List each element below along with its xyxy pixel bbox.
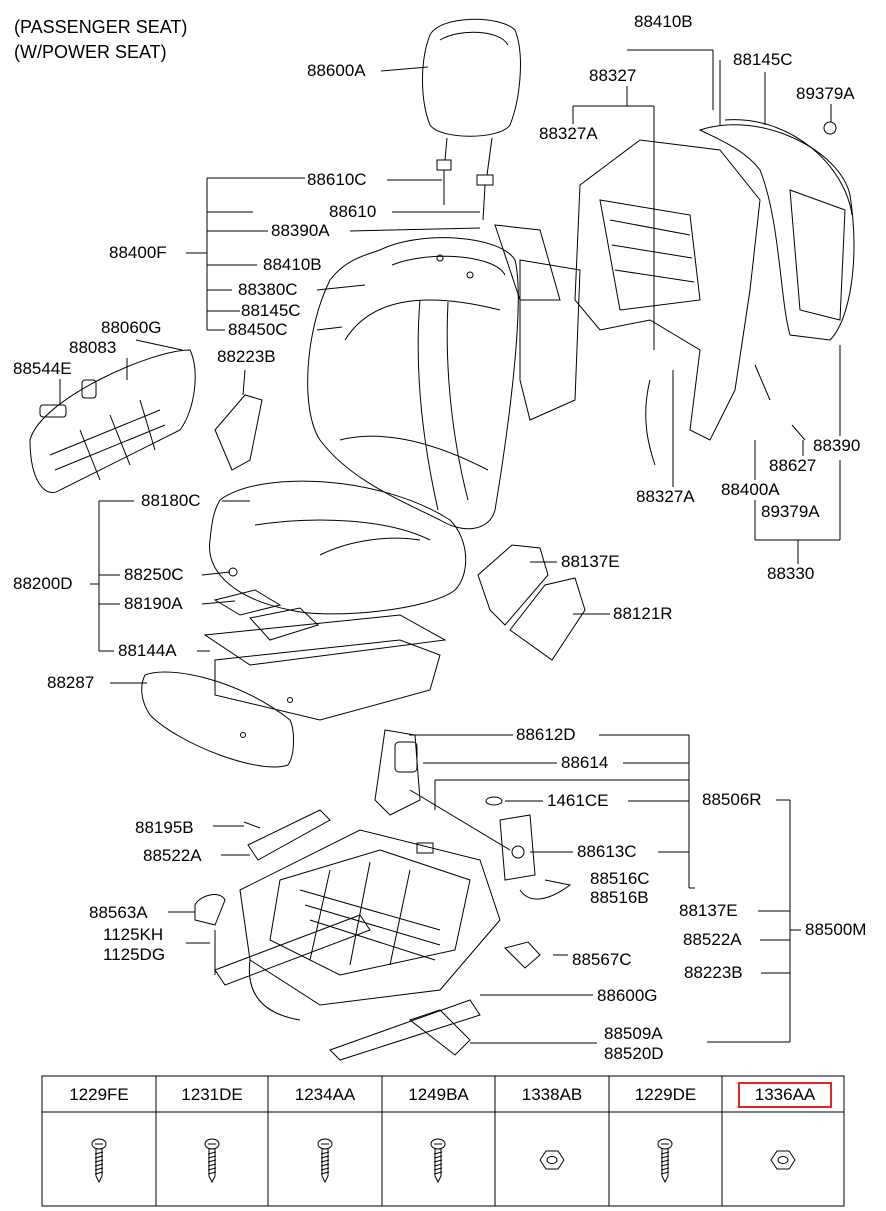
leader-lines <box>59 49 841 1044</box>
part-label-88520D[interactable]: 88520D <box>603 1044 665 1064</box>
part-label-88223B-right[interactable]: 88223B <box>683 963 744 983</box>
part-label-1125KH[interactable]: 1125KH <box>102 925 165 945</box>
table-header-1231DE[interactable]: 1231DE <box>181 1085 243 1104</box>
part-label-88614[interactable]: 88614 <box>560 753 610 773</box>
part-label-88522A-left[interactable]: 88522A <box>142 846 203 866</box>
table-header-1249BA[interactable]: 1249BA <box>408 1085 469 1104</box>
table-header-1338AB[interactable]: 1338AB <box>521 1085 583 1104</box>
part-label-88327[interactable]: 88327 <box>588 66 638 86</box>
part-label-88613C[interactable]: 88613C <box>576 842 638 862</box>
part-label-88516B[interactable]: 88516B <box>589 888 650 908</box>
side-shield-part <box>29 349 196 493</box>
part-label-88060G[interactable]: 88060G <box>100 318 163 338</box>
part-label-88610[interactable]: 88610 <box>328 202 378 222</box>
part-label-88516C[interactable]: 88516C <box>589 869 651 889</box>
part-label-88250C[interactable]: 88250C <box>123 565 185 585</box>
part-label-88400F[interactable]: 88400F <box>108 243 168 263</box>
part-label-88330[interactable]: 88330 <box>766 564 816 584</box>
part-label-88145C-front[interactable]: 88145C <box>240 301 302 321</box>
screw-icon <box>317 1138 333 1184</box>
part-label-88544E[interactable]: 88544E <box>12 359 73 379</box>
part-label-88500M[interactable]: 88500M <box>804 920 868 940</box>
part-label-89379A-top[interactable]: 89379A <box>795 84 856 104</box>
parts-table-grid <box>41 1075 845 1207</box>
cover-small-part <box>194 894 226 926</box>
table-header-1336AA[interactable]: 1336AA <box>738 1082 832 1108</box>
seat-back-frame-part <box>574 139 761 466</box>
cover-inner-part <box>477 544 549 626</box>
part-label-88567C[interactable]: 88567C <box>571 950 633 970</box>
back-panel-part <box>698 119 855 441</box>
part-label-88327A-bottom[interactable]: 88327A <box>635 487 696 507</box>
screw-icon <box>430 1138 446 1184</box>
part-label-88563A[interactable]: 88563A <box>88 903 149 923</box>
cushion-frame-part <box>214 639 441 721</box>
screw-part <box>243 821 261 829</box>
bracket-small-part <box>247 809 331 861</box>
cover-outer-part <box>509 577 586 661</box>
seat-track-part <box>214 829 501 1061</box>
part-label-88137E-top[interactable]: 88137E <box>560 552 621 572</box>
seat-cushion-part <box>209 480 467 615</box>
front-trim-part <box>141 671 294 768</box>
table-header-1234AA[interactable]: 1234AA <box>294 1085 356 1104</box>
part-label-88600G[interactable]: 88600G <box>596 986 659 1006</box>
part-label-88390A[interactable]: 88390A <box>270 221 331 241</box>
grommet-part <box>485 796 503 806</box>
nut-icon <box>770 1150 796 1170</box>
part-label-88509A[interactable]: 88509A <box>603 1024 664 1044</box>
part-label-88137E-right[interactable]: 88137E <box>678 901 739 921</box>
screw-icon <box>91 1138 107 1184</box>
part-label-88195B[interactable]: 88195B <box>134 818 195 838</box>
part-label-88627[interactable]: 88627 <box>768 456 818 476</box>
part-label-88180C[interactable]: 88180C <box>140 491 202 511</box>
screw-icon <box>657 1138 673 1184</box>
part-label-88410B-top[interactable]: 88410B <box>633 12 694 32</box>
clip-part <box>504 941 541 969</box>
heater-mat-part <box>213 224 581 641</box>
seat-back-part <box>307 237 519 530</box>
part-label-88522A-right[interactable]: 88522A <box>682 930 743 950</box>
part-label-88200D[interactable]: 88200D <box>12 574 74 594</box>
part-label-88450C[interactable]: 88450C <box>227 320 289 340</box>
part-label-88400A[interactable]: 88400A <box>720 480 781 500</box>
part-label-88327A-top[interactable]: 88327A <box>538 124 599 144</box>
bracket-part <box>214 394 263 471</box>
part-label-88506R[interactable]: 88506R <box>701 790 763 810</box>
part-label-88083[interactable]: 88083 <box>68 338 118 358</box>
part-label-88410B-front[interactable]: 88410B <box>262 255 323 275</box>
part-label-1461CE[interactable]: 1461CE <box>546 791 610 811</box>
header-line-1: (PASSENGER SEAT) <box>14 17 188 37</box>
part-label-88144A[interactable]: 88144A <box>117 641 178 661</box>
screw-icon <box>204 1138 220 1184</box>
part-label-88610C[interactable]: 88610C <box>306 170 368 190</box>
part-label-88380C[interactable]: 88380C <box>237 280 299 300</box>
part-label-88145C-top[interactable]: 88145C <box>732 50 794 70</box>
motor-assembly-part <box>374 729 572 1056</box>
part-label-88190A[interactable]: 88190A <box>123 594 184 614</box>
table-header-1229FE[interactable]: 1229FE <box>69 1085 129 1104</box>
part-label-89379A-bottom[interactable]: 89379A <box>760 502 821 522</box>
cushion-pad-part <box>203 614 447 666</box>
table-header-1229DE[interactable]: 1229DE <box>634 1085 697 1104</box>
nut-icon <box>539 1150 565 1170</box>
part-label-88600A[interactable]: 88600A <box>306 61 367 81</box>
part-label-88287[interactable]: 88287 <box>46 673 96 693</box>
part-label-88390[interactable]: 88390 <box>812 436 862 456</box>
headrest-part <box>422 18 521 221</box>
part-label-88612D[interactable]: 88612D <box>515 725 577 745</box>
part-label-88223B-top[interactable]: 88223B <box>216 347 277 367</box>
header-line-2: (W/POWER SEAT) <box>14 42 167 62</box>
part-label-88121R[interactable]: 88121R <box>612 604 674 624</box>
part-label-1125DG[interactable]: 1125DG <box>102 945 167 965</box>
